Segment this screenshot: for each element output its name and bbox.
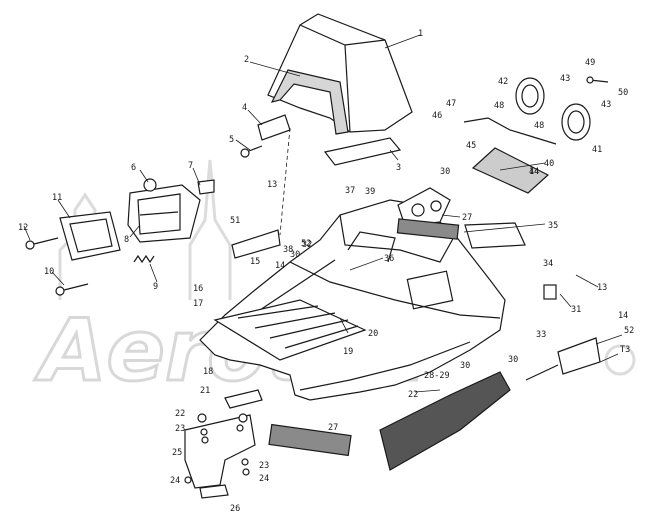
callout-51: 51 [230, 216, 240, 226]
decal-35 [464, 222, 526, 249]
callout-30c: 30 [508, 355, 518, 365]
callout-38: 38 [283, 245, 293, 255]
callout-27b: 27 [328, 423, 338, 433]
leader-lines [23, 34, 623, 393]
callout-T3: T3 [620, 345, 630, 355]
callout-9: 9 [153, 282, 158, 292]
callout-34: 34 [543, 259, 553, 269]
callout-14c: 14 [618, 311, 628, 321]
assembly-centerline-windshield [279, 127, 291, 236]
bulb-socket [197, 179, 215, 195]
callout-31: 31 [571, 305, 581, 315]
callout-17: 17 [193, 299, 203, 309]
hinge-strap [199, 484, 229, 499]
callout-45: 45 [466, 141, 476, 151]
callout-4: 4 [242, 103, 247, 113]
front-bumper-pad [379, 371, 511, 471]
hood-vent-grille [213, 299, 367, 361]
tachometer [515, 77, 545, 115]
callout-42: 42 [498, 77, 508, 87]
trim-strip-lower [268, 423, 352, 457]
screw-5 [240, 145, 263, 158]
callout-49: 49 [585, 58, 595, 68]
callout-43b: 43 [601, 100, 611, 110]
callout-36: 36 [384, 254, 394, 264]
hinge-hardware [184, 413, 250, 484]
headlight-bulb [143, 178, 157, 192]
callout-11: 11 [52, 193, 62, 203]
callout-2: 2 [244, 55, 249, 65]
callout-48a: 48 [494, 101, 504, 111]
trim-strip-upper [396, 218, 460, 240]
callout-20: 20 [368, 329, 378, 339]
callout-32: 32 [302, 240, 312, 250]
windshield [267, 13, 413, 133]
callout-35: 35 [548, 221, 558, 231]
callout-10: 10 [44, 267, 54, 277]
callout-37: 37 [345, 186, 355, 196]
callout-30d: 30 [290, 250, 300, 260]
callout-6: 6 [131, 163, 136, 173]
headlight-bezel [59, 211, 121, 261]
callout-50: 50 [618, 88, 628, 98]
screw-10 [55, 283, 89, 296]
watermark-registered-mark [604, 344, 636, 376]
callout-21: 21 [200, 386, 210, 396]
callout-23b: 23 [259, 461, 269, 471]
callout-25: 25 [172, 448, 182, 458]
callout-12: 12 [18, 223, 28, 233]
callout-3: 3 [396, 163, 401, 173]
callout-14a: 14 [275, 261, 285, 271]
callout-30b: 30 [460, 361, 470, 371]
callout-7: 7 [188, 161, 193, 171]
callout-52b: 52 [624, 326, 634, 336]
windshield-bracket-left [257, 114, 291, 141]
callout-27a: 27 [462, 213, 472, 223]
instrument-panel [471, 147, 550, 194]
callout-15: 15 [250, 257, 260, 267]
callout-24b: 24 [259, 474, 269, 484]
hood-hinge-51 [231, 229, 281, 259]
screw-12 [25, 237, 59, 250]
speedometer [561, 103, 591, 141]
callout-26: 26 [230, 504, 240, 514]
windshield-bracket-lower [323, 137, 402, 166]
callout-22b: 22 [408, 390, 418, 400]
hinge-plate [224, 389, 263, 409]
callout-30a: 30 [440, 167, 450, 177]
callout-33: 33 [536, 330, 546, 340]
callout-8: 8 [124, 235, 129, 245]
taillight [525, 337, 601, 381]
clip-31 [543, 284, 557, 300]
callout-18: 18 [203, 367, 213, 377]
callout-16: 16 [193, 284, 203, 294]
callout-23a: 23 [175, 424, 185, 434]
callout-40: 40 [544, 159, 554, 169]
callout-39: 39 [365, 187, 375, 197]
callout-1: 1 [418, 29, 423, 39]
callout-19: 19 [343, 347, 353, 357]
callout-14b: 14 [529, 167, 539, 177]
adjuster-spring [133, 254, 155, 264]
callout-labels: 1 2 3 4 5 6 7 8 9 10 11 12 13 13 14 14 1… [18, 29, 634, 514]
callout-43a: 43 [560, 74, 570, 84]
callout-41: 41 [592, 145, 602, 155]
callout-13a: 13 [267, 180, 277, 190]
callout-44: 44 [529, 167, 539, 177]
callout-46: 46 [432, 111, 442, 121]
windshield-gasket [270, 69, 349, 135]
callout-47: 47 [446, 99, 456, 109]
callout-48b: 48 [534, 121, 544, 131]
callout-13b: 13 [597, 283, 607, 293]
gauge-cable-assembly [463, 76, 609, 145]
callout-22a: 22 [175, 409, 185, 419]
callout-24a: 24 [170, 476, 180, 486]
headlight-housing [127, 184, 201, 243]
callout-5: 5 [229, 135, 234, 145]
callout-28-29: 28-29 [424, 371, 450, 381]
hinge-bracket [184, 414, 256, 489]
callout-52a: 52 [301, 239, 311, 249]
